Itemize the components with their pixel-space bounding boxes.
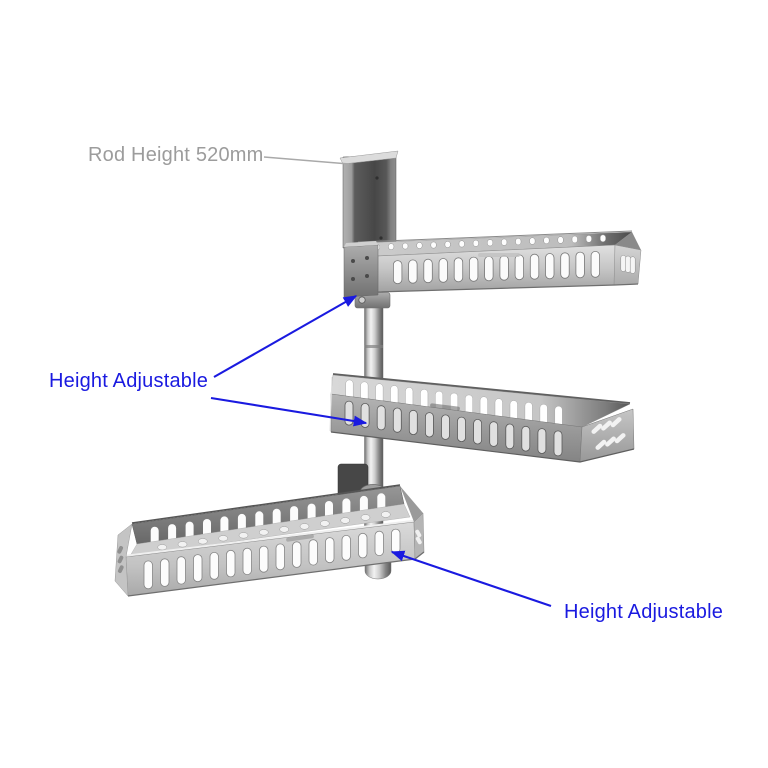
height-adjustable-arrow-middle xyxy=(210,396,368,427)
height-adjustable-arrow-upper xyxy=(213,295,358,378)
basket-tier-2 xyxy=(329,373,635,463)
annotation-lines xyxy=(210,156,552,607)
height-adjustable-label-right: Height Adjustable xyxy=(564,601,724,623)
basket-tier-3 xyxy=(114,484,425,597)
height-adjustable-arrow-bottom xyxy=(390,550,552,607)
rod-height-leader-line xyxy=(263,156,350,165)
rod-height-label: Rod Height 520mm xyxy=(88,144,264,166)
basket-tier-1 xyxy=(343,230,642,298)
height-adjustable-label-left: Height Adjustable xyxy=(49,370,209,392)
wall-bracket xyxy=(339,150,399,249)
